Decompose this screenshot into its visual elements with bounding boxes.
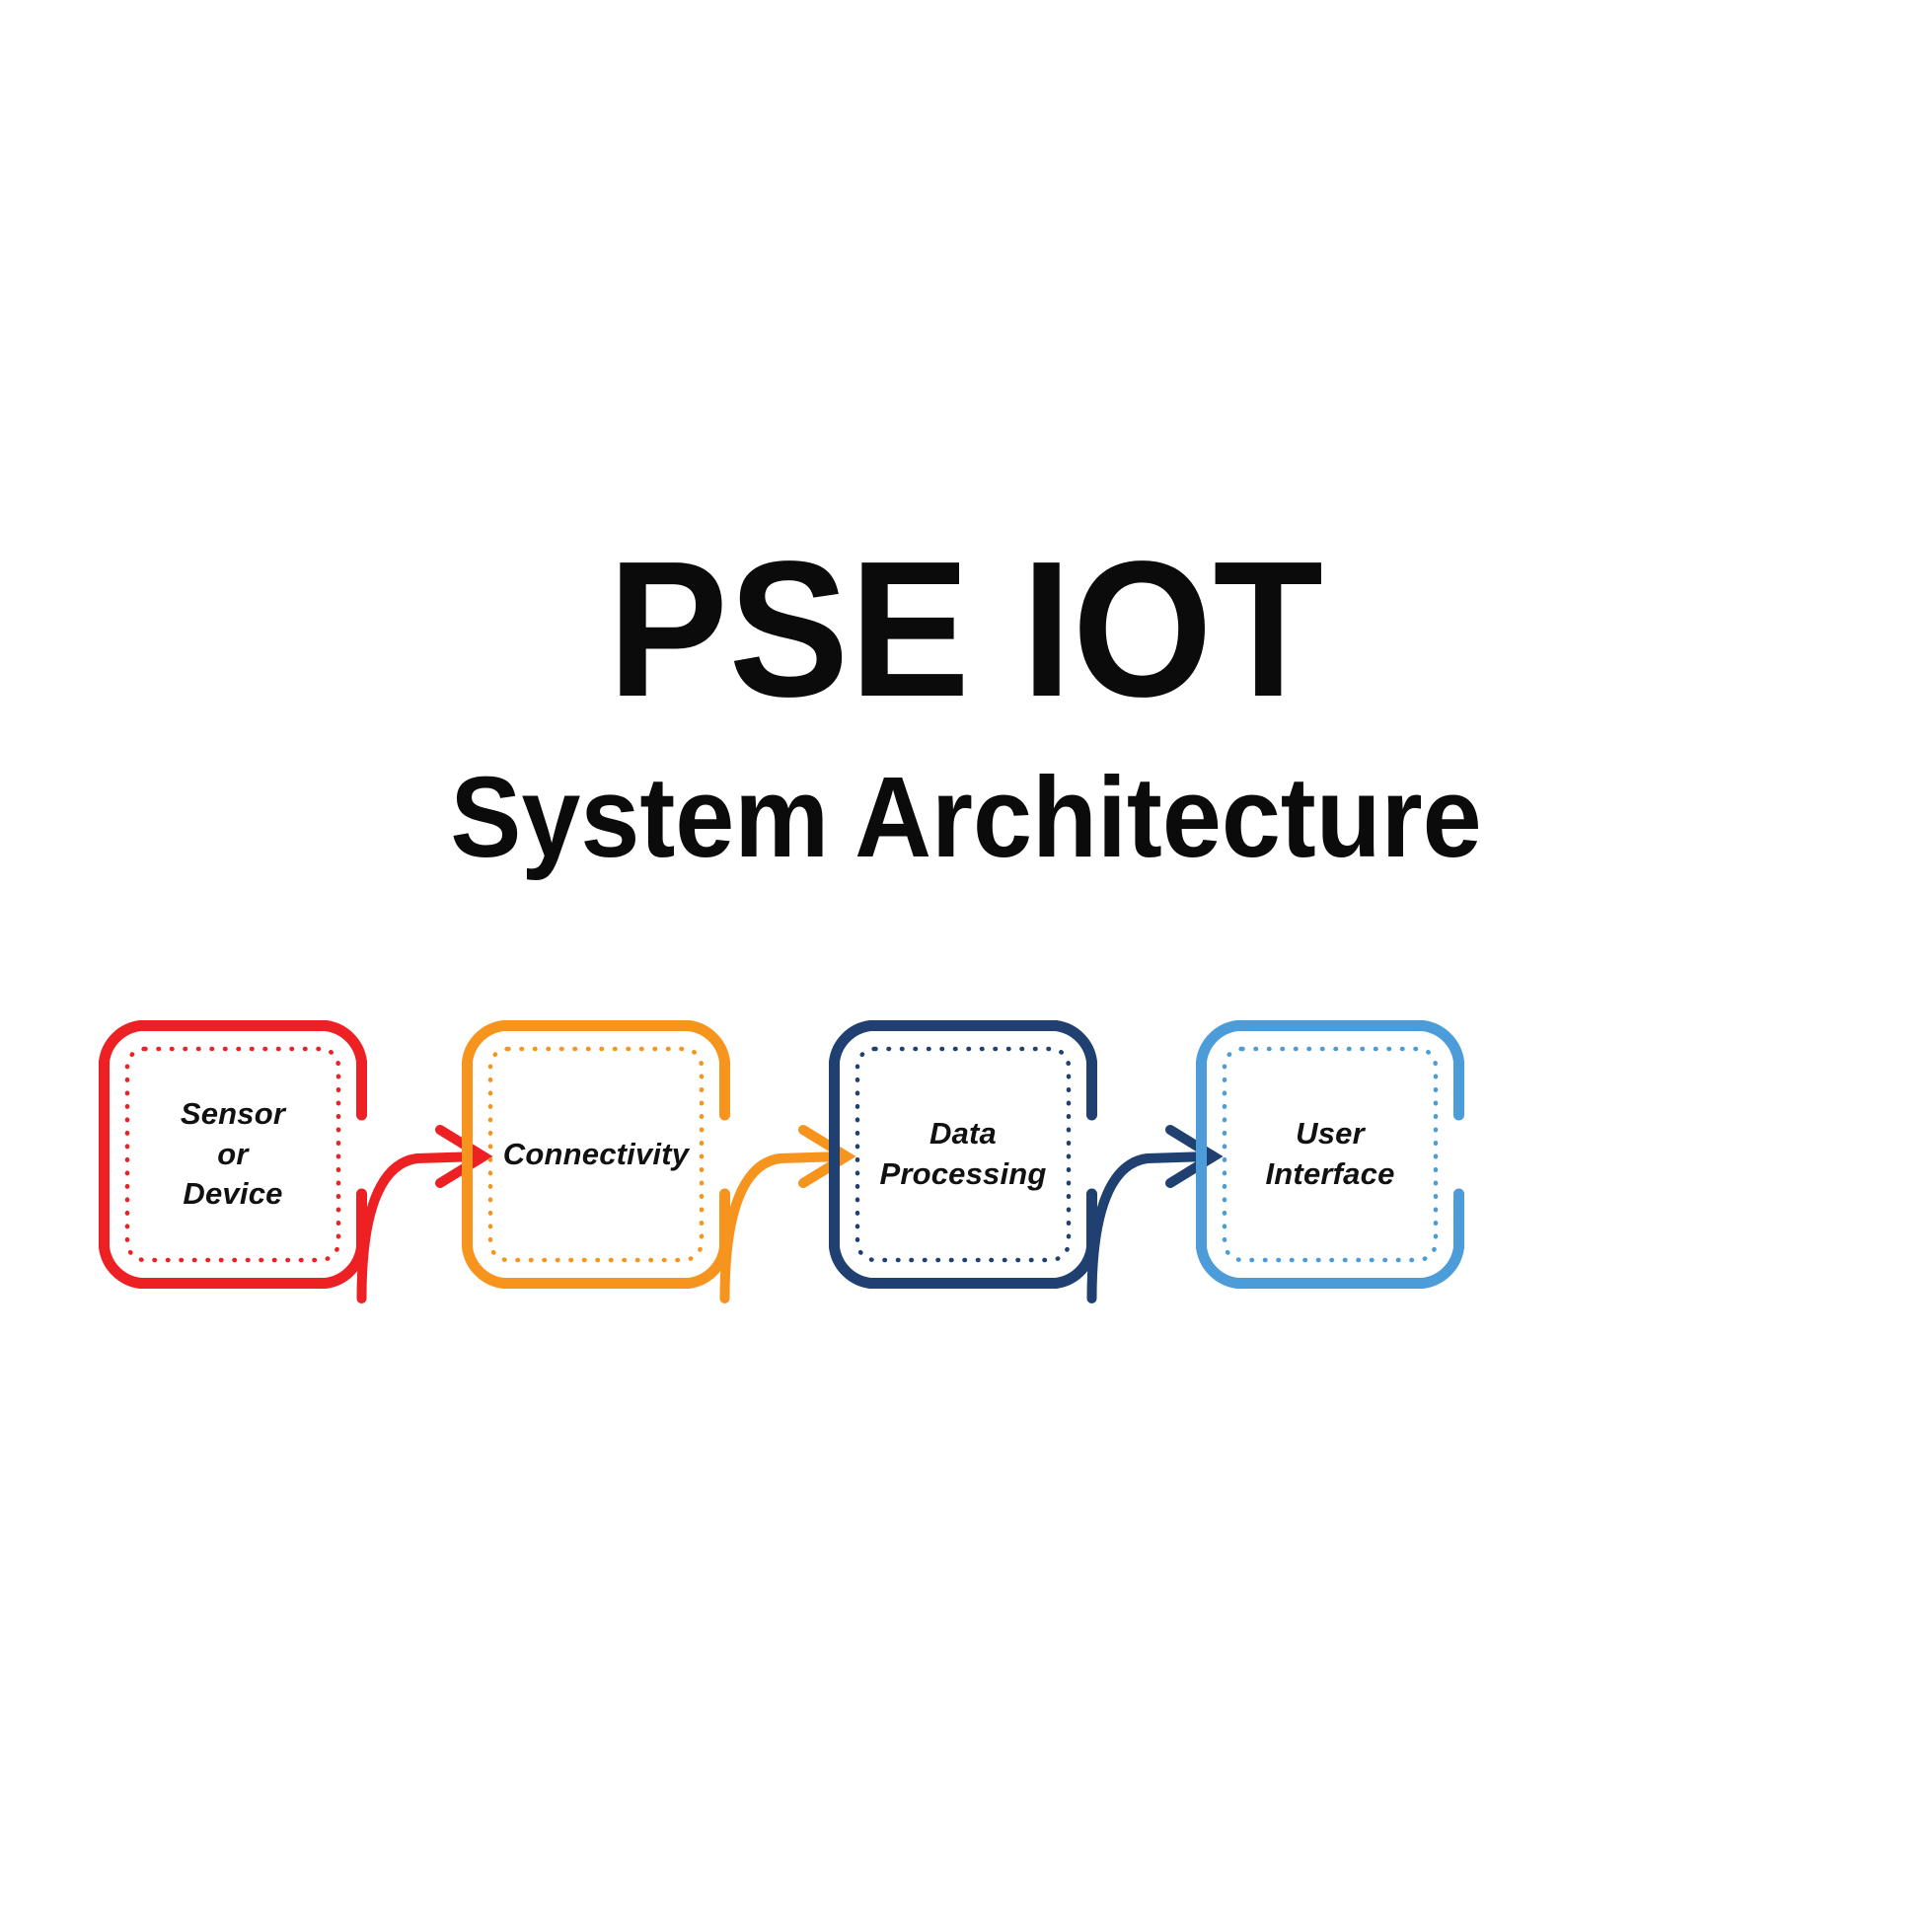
connector-arrowhead-icon (435, 1125, 493, 1188)
stage-inner-dotted-border (1222, 1046, 1439, 1263)
stage-outline-main (1196, 1020, 1464, 1289)
stage-outline-main (99, 1020, 367, 1289)
stage-frame-user-interface (1196, 1020, 1464, 1289)
stage-user-interface[interactable]: User Interface (1196, 1020, 1464, 1289)
stage-outline-main (462, 1020, 730, 1289)
stage-outline-right-stub (1417, 1020, 1464, 1121)
stage-frame-connectivity (462, 1020, 856, 1303)
connector-line (356, 1152, 483, 1303)
stage-inner-dotted-border (855, 1046, 1072, 1263)
page-subtitle: System Architecture (450, 753, 1482, 881)
stage-inner-dotted-border (487, 1046, 705, 1263)
connector-line (719, 1152, 846, 1303)
connector-arrowhead-icon (1165, 1125, 1224, 1188)
stage-inner-dotted-border (124, 1046, 341, 1263)
stage-outline-right-stub (1050, 1020, 1097, 1121)
page-title: PSE IOT (608, 521, 1324, 737)
connector-line (1086, 1152, 1213, 1303)
stage-data-processing[interactable]: Data Processing (829, 1020, 1224, 1303)
stage-sensor-or-device[interactable]: Sensor or Device (99, 1020, 493, 1303)
stage-outline-right-stub (320, 1020, 367, 1121)
title-block: PSE IOT System Architecture (0, 521, 1932, 881)
connector-arrowhead-icon (798, 1125, 856, 1188)
stage-connectivity[interactable]: Connectivity (462, 1020, 856, 1303)
stage-frame-sensor-or-device (99, 1020, 493, 1303)
stage-outline-main (829, 1020, 1097, 1289)
stage-frame-data-processing (829, 1020, 1224, 1303)
stage-outline-right-stub (683, 1020, 730, 1121)
